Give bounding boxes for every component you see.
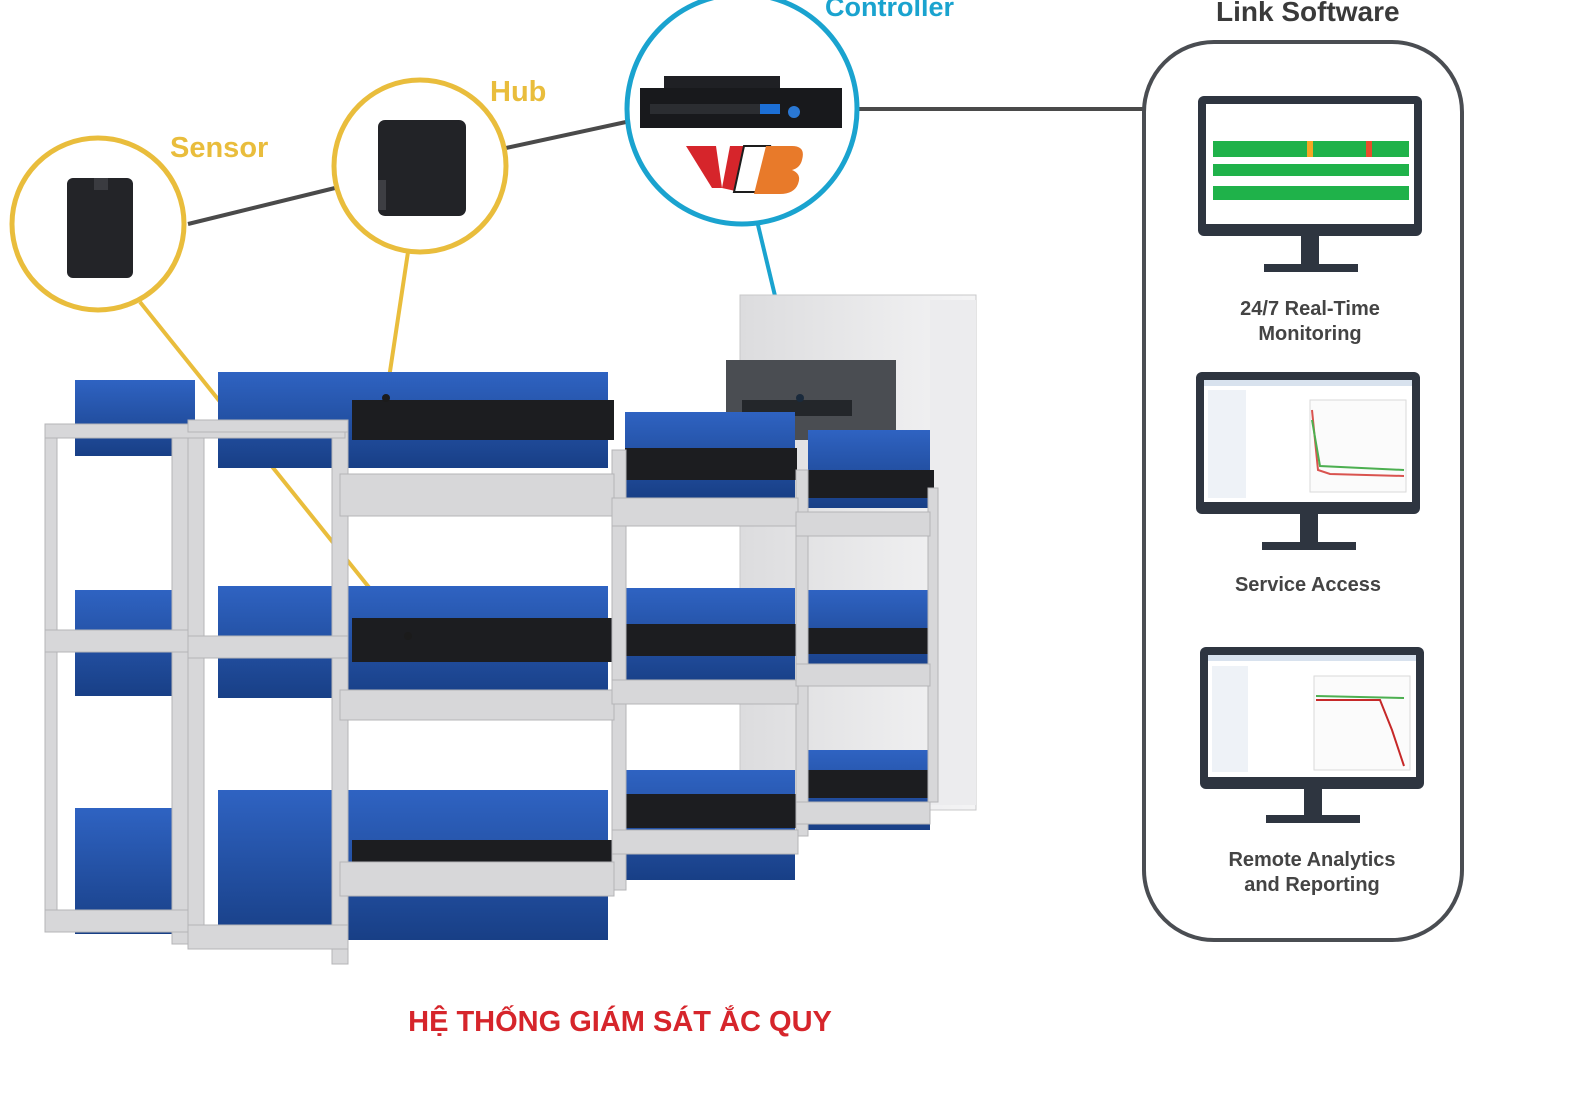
monitor-service-icon <box>1196 372 1420 550</box>
controller-device-icon <box>640 76 842 128</box>
sensor-label: Sensor <box>170 132 269 164</box>
link-software-label: Link Software <box>1216 0 1400 27</box>
hub-label: Hub <box>490 76 547 108</box>
link-software-panel <box>1142 40 1464 942</box>
controller-callout <box>624 0 860 227</box>
battery-rack <box>44 372 939 965</box>
rack-frame <box>44 419 939 965</box>
system-caption: HỆ THỐNG GIÁM SÁT ẮC QUY <box>408 1006 832 1038</box>
hub-callout <box>331 77 509 255</box>
feature-service-access: Service Access <box>1234 574 1382 596</box>
hub-device-icon <box>378 120 466 216</box>
feature-realtime-monitoring: 24/7 Real-Time Monitoring <box>1240 298 1380 345</box>
controller-label: Controller <box>825 0 955 22</box>
sensor-device-icon <box>67 178 133 278</box>
vhb-logo-icon <box>686 145 803 194</box>
feature-remote-analytics: Remote Analytics and Reporting <box>1228 849 1396 896</box>
monitor-dashboard-icon <box>1198 96 1422 272</box>
sensor-callout <box>9 135 187 313</box>
monitor-analytics-icon <box>1200 647 1424 823</box>
